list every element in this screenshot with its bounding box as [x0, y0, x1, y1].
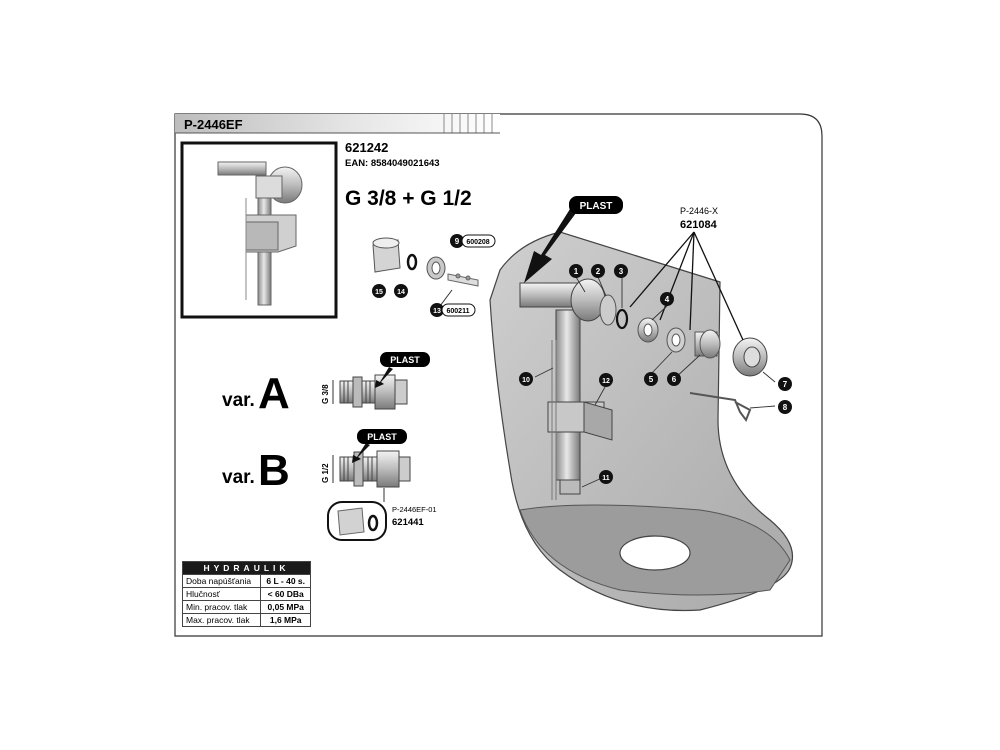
part-number-labels: 1 2 3 4 5 6 7 8 10 12 11 15 14 9 13 — [375, 237, 788, 482]
part-number-14: 14 — [397, 289, 405, 296]
part-number-8: 8 — [783, 403, 788, 412]
part-number-12: 12 — [602, 378, 610, 385]
model-title: P-2446EF — [184, 117, 243, 132]
part-number-6: 6 — [672, 375, 677, 384]
var-a-prefix: var. — [222, 390, 255, 411]
part-3-oring — [615, 308, 629, 330]
part-number-9: 9 — [455, 237, 460, 246]
plast-tag-main — [569, 196, 623, 214]
kit-ef01-code: 621441 — [392, 517, 424, 528]
row-label: Min. pracov. tlak — [181, 600, 262, 614]
part-13-clip-illustration — [447, 273, 479, 287]
part-number-3: 3 — [619, 267, 624, 276]
plast-tag-b — [357, 429, 407, 444]
part-number-11: 11 — [602, 475, 610, 482]
product-photo — [217, 161, 303, 306]
part-7-cap-nut — [732, 337, 768, 377]
part-number-13: 13 — [433, 308, 441, 315]
part-number-5: 5 — [649, 375, 654, 384]
part-number-4: 4 — [665, 295, 670, 304]
part-4-nut — [637, 317, 659, 343]
plast-label-main: PLAST — [580, 201, 613, 212]
part-6-inlet — [694, 329, 721, 359]
part-number-2: 2 — [596, 267, 601, 276]
part-15-nut-illustration — [372, 237, 401, 273]
row-value: 0,05 MPa — [260, 600, 311, 614]
header-stripes — [443, 114, 493, 133]
part-5-gasket — [666, 327, 686, 353]
plast-arrow-b — [352, 443, 370, 463]
plast-arrow-a — [375, 367, 393, 388]
part-14-oring-illustration — [406, 253, 418, 271]
part-9-code: 600208 — [466, 239, 489, 246]
var-b-prefix: var. — [222, 467, 255, 488]
row-label: Hlučnosť — [181, 587, 262, 601]
row-value: 1,6 MPa — [260, 613, 311, 627]
var-b-letter: B — [258, 446, 290, 495]
row-label: Max. pracov. tlak — [181, 613, 262, 627]
part-leader-lines — [534, 276, 776, 488]
row-label: Doba napúšťania — [181, 574, 262, 588]
thread-spec: G 3/8 + G 1/2 — [345, 187, 472, 210]
plast-label-a: PLAST — [390, 355, 420, 365]
part-2-washer — [599, 294, 617, 326]
part-number-markers — [372, 234, 792, 484]
kit-x-model: P-2446-X — [680, 206, 718, 216]
part-9-washer-illustration — [426, 256, 446, 280]
part-13-code: 600211 — [447, 308, 470, 315]
var-a-letter: A — [258, 369, 290, 418]
table-row: Hlučnosť< 60 DBa — [181, 587, 311, 601]
plast-arrow-main — [524, 209, 576, 283]
thread-label-a: G 3/8 — [321, 384, 330, 404]
product-code: 621242 — [345, 140, 388, 155]
adapter-kit-callout — [327, 501, 387, 541]
kit-ef01-model: P-2446EF-01 — [392, 505, 437, 514]
hydraulik-title: HYDRAULIK — [182, 561, 311, 575]
thread-label-b: G 1/2 — [321, 463, 330, 483]
ean-code: EAN: 8584049021643 — [345, 158, 440, 169]
part-number-7: 7 — [783, 380, 788, 389]
plast-label-b: PLAST — [367, 432, 397, 442]
row-value: 6 L - 40 s. — [260, 574, 311, 588]
part-number-10: 10 — [522, 377, 530, 384]
header-bar — [175, 114, 500, 133]
part-code-boxes — [441, 234, 496, 317]
fill-valve-assembly — [519, 278, 613, 500]
kit-x-code: 621084 — [680, 219, 718, 231]
tank-hole — [619, 535, 691, 571]
plast-tag-a — [380, 352, 430, 367]
var-b-fitting — [339, 450, 411, 488]
part-number-1: 1 — [574, 267, 579, 276]
part-8-clip — [689, 392, 752, 423]
row-value: < 60 DBa — [260, 587, 311, 601]
part-number-15: 15 — [375, 289, 383, 296]
